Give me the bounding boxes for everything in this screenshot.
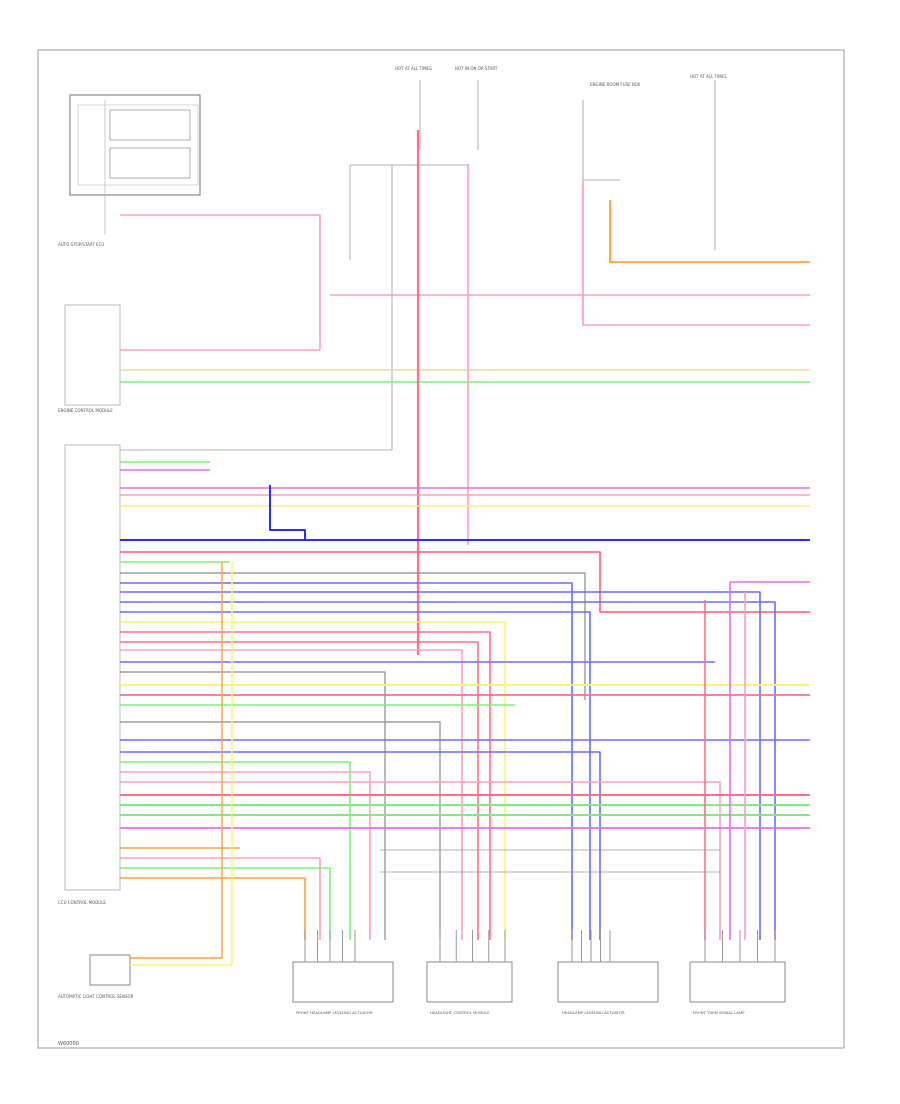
actuator-box-1 [292,961,394,1003]
wire-58 [120,867,331,940]
actuator-box-4 [689,961,786,1003]
actuator-box-2 [426,961,513,1003]
label-fuse-a: HOT AT ALL TIMES [395,66,432,71]
label-actuator-1: FRONT HEADLAMP LEVELING ACTUATOR [296,1010,373,1015]
label-actuator-4: FRONT TURN SIGNAL LAMP [693,1010,745,1015]
wire-34 [120,631,491,940]
wire-30 [120,591,761,940]
auto-light-sensor-box [89,954,131,986]
label-ccu: CCU CONTROL MODULE [58,900,106,905]
label-actuator-3: HEADLAMP LEVELING ACTUATOR [562,1010,625,1015]
wire-57 [120,857,321,940]
wire-13 [582,180,810,326]
wire-14 [609,200,810,263]
wire-36 [120,649,463,940]
wire-42 [120,721,441,940]
wire-28 [120,572,586,700]
wire-47 [120,781,721,940]
wire-10 [120,214,321,350]
wire-59 [120,877,306,940]
text-labels: W60000 AUTO STOP/START ECU ENGINE CONTRO… [58,66,745,1047]
label-stop-start-ecu: AUTO STOP/START ECU [58,242,104,247]
label-fuse-c: ENGINE ROOM FUSE BOX [590,82,641,87]
label-fuse-d: HOT AT ALL TIMES [690,74,727,79]
actuator-boxes [292,961,786,1003]
wire-62 [130,562,233,966]
stop-start-ecu-box [69,94,201,196]
ccu-control-module-box [64,444,121,891]
wire-63 [130,562,223,959]
footer-code: W60000 [58,1041,79,1047]
engine-control-module-box [64,304,121,406]
wire-31 [120,601,776,940]
wire-35 [120,641,479,940]
label-fuse-b: HOT IN ON OR START [455,66,498,71]
wire-group [120,80,810,966]
label-actuator-2: HEADLIGHT CONTROL MODULE [430,1010,490,1015]
label-engine-ecu: ENGINE CONTROL MODULE [58,408,113,413]
wire-33 [120,621,506,940]
wire-25 [269,485,306,540]
wire-44 [120,751,601,940]
actuator-box-3 [557,961,659,1003]
wire-45 [120,761,351,940]
label-auto-light: AUTOMATIC LIGHT CONTROL SENSOR [58,994,134,999]
wire-26 [120,551,810,613]
wire-29 [120,582,573,940]
diagram-frame [37,49,845,1049]
wire-32 [120,611,591,940]
wire-38 [120,671,386,940]
wire-46 [120,771,371,940]
component-boxes [64,94,201,986]
